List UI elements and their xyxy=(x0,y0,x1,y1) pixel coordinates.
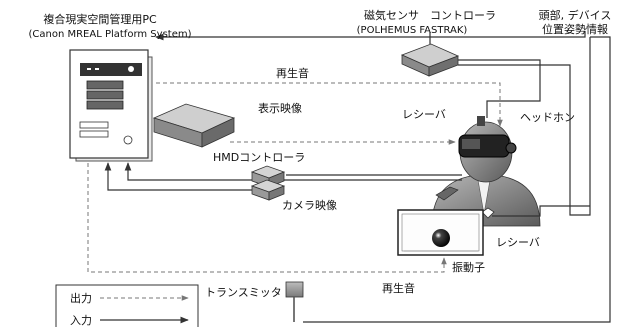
label-receiver-head: レシーバ xyxy=(402,108,446,121)
display-box xyxy=(152,103,236,148)
label-hmd-controller: HMDコントローラ xyxy=(213,151,305,164)
hmd-controller-box xyxy=(250,165,286,201)
connections xyxy=(87,31,611,323)
label-playback-top: 再生音 xyxy=(276,66,309,80)
legend xyxy=(55,284,199,327)
label-camera-video: カメラ映像 xyxy=(282,199,337,212)
transmitter-device xyxy=(285,281,304,322)
label-receiver-device: レシーバ xyxy=(496,236,540,249)
magnetic-subtitle: (POLHEMUS FASTRAK) xyxy=(357,25,468,36)
magnetic-controller-box xyxy=(400,43,460,77)
label-vibrator: 振動子 xyxy=(452,260,485,274)
head-info-line1: 頭部, デバイス xyxy=(539,8,612,22)
label-playback-bottom: 再生音 xyxy=(382,281,415,295)
label-display-video: 表示映像 xyxy=(258,101,302,115)
pc-subtitle: (Canon MREAL Platform System) xyxy=(28,29,191,40)
label-headphone: ヘッドホン xyxy=(520,111,575,124)
pc-title: 複合現実空間管理用PC xyxy=(43,12,157,26)
legend-input-label: 入力 xyxy=(70,314,92,327)
pc-tower xyxy=(69,49,153,162)
label-transmitter: トランスミッタ xyxy=(205,286,282,299)
head-info-line2: 位置姿勢情報 xyxy=(542,22,608,36)
legend-output-label: 出力 xyxy=(70,291,92,305)
vibrator-device xyxy=(397,209,484,256)
magnetic-title: 磁気センサ コントローラ xyxy=(364,8,496,22)
